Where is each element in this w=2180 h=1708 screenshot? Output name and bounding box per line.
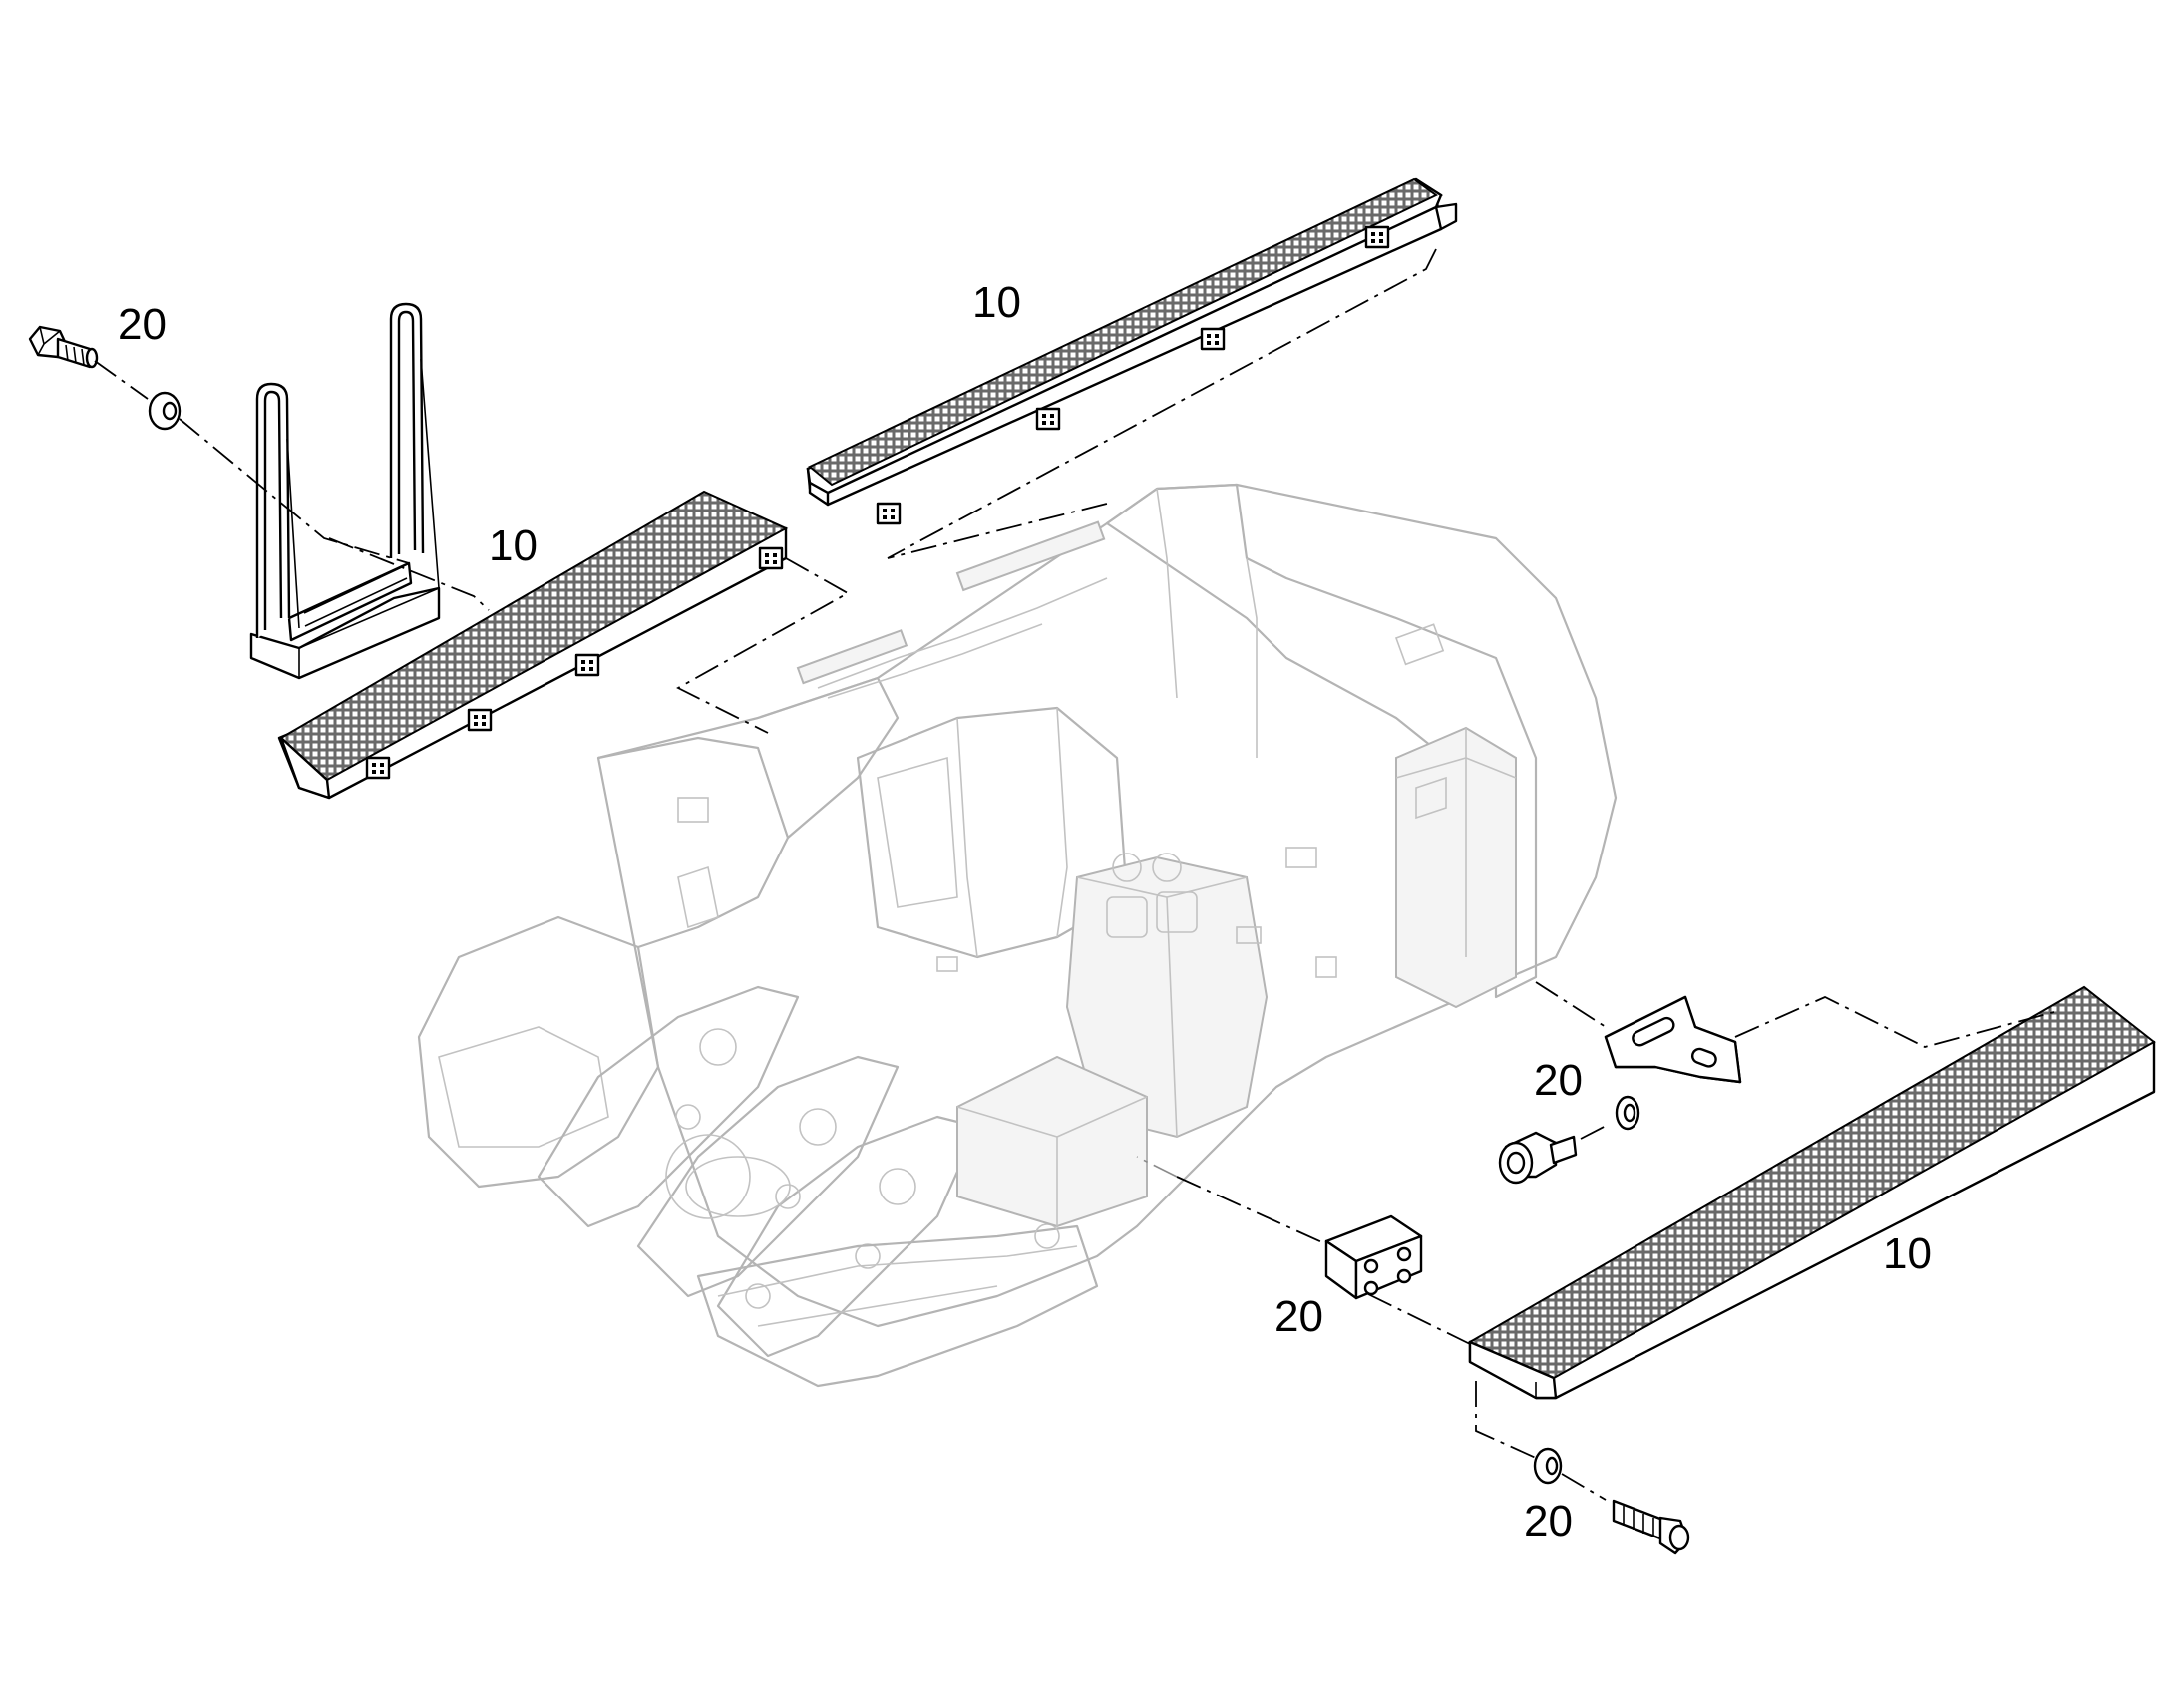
callout-step-top: 10 <box>972 278 1021 327</box>
callout-bolt-top-left: 20 <box>118 300 167 349</box>
callout-step-left: 10 <box>489 521 538 570</box>
chassis-frame <box>417 483 1618 1388</box>
angle-bracket <box>1604 995 1742 1084</box>
spacer-block <box>1324 1214 1423 1300</box>
bolt-top-left <box>28 325 182 431</box>
leader-lines <box>94 248 2055 1501</box>
callout-step-right: 10 <box>1883 1229 1932 1278</box>
socket-bolt-right <box>1498 1095 1640 1185</box>
bolt-bottom-right <box>1533 1447 1690 1555</box>
callout-spacer-block: 20 <box>1274 1292 1323 1341</box>
step-top <box>806 177 1458 525</box>
step-left <box>277 490 789 800</box>
step-handle <box>249 302 441 680</box>
callout-bracket-right: 20 <box>1534 1056 1583 1105</box>
callout-bolt-bottom-right: 20 <box>1524 1497 1573 1545</box>
step-right <box>1467 985 2156 1400</box>
